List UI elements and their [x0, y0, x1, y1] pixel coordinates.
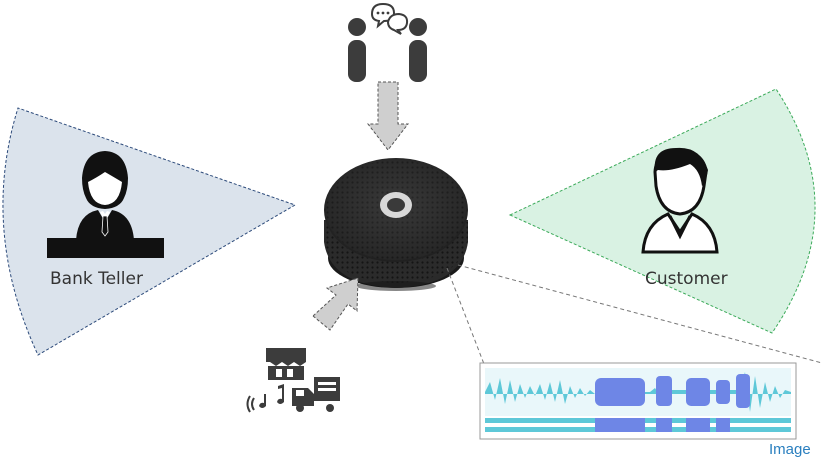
- image-caption: Image: [769, 441, 811, 458]
- store-truck-noise-icon: [246, 348, 340, 413]
- conference-speakerphone-device: [324, 158, 468, 291]
- customer-label: Customer: [645, 269, 728, 289]
- bank-teller-icon: [47, 151, 164, 258]
- conversation-people-icon: [348, 2, 427, 82]
- bank-teller-label: Bank Teller: [50, 269, 143, 289]
- callout-line: [446, 267, 485, 365]
- waveform-image: [479, 362, 797, 440]
- customer-icon: [641, 147, 719, 254]
- diagonal-arrow: [312, 277, 359, 331]
- teller-pickup-zone: [2, 107, 297, 356]
- customer-pickup-zone: [508, 88, 816, 334]
- down-arrow: [366, 81, 410, 151]
